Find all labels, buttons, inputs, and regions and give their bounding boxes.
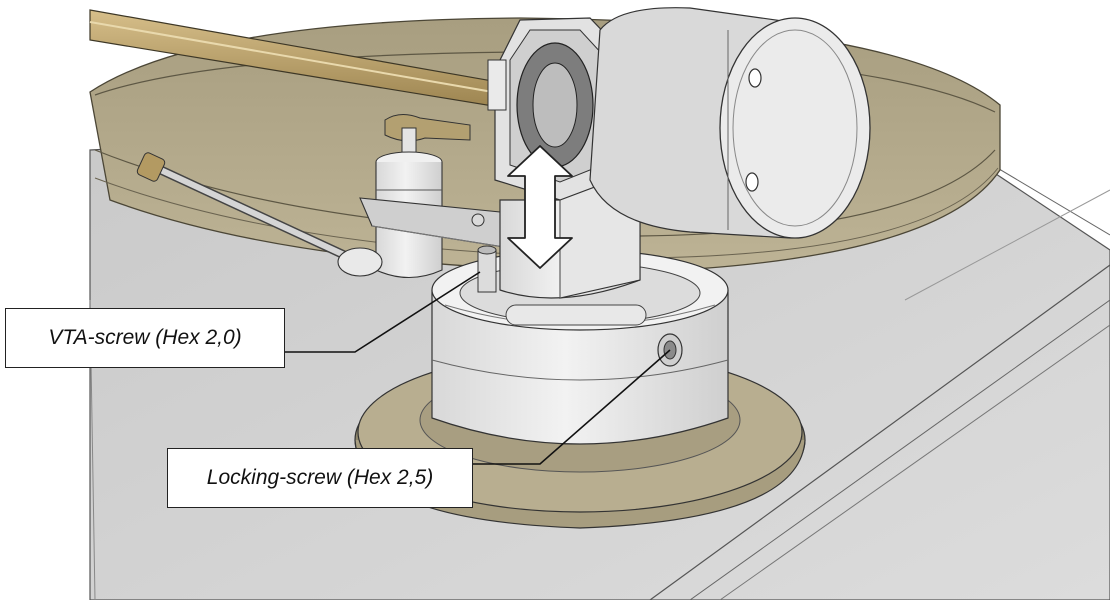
locking-screw-label: Locking-screw (Hex 2,5) (167, 448, 473, 508)
vta-screw-label: VTA-screw (Hex 2,0) (5, 308, 285, 368)
counterweight (589, 7, 871, 239)
double-arrow-icon (507, 145, 573, 269)
leader-lines (285, 271, 671, 465)
arm-lift (136, 114, 521, 278)
tonearm-base (354, 245, 806, 529)
